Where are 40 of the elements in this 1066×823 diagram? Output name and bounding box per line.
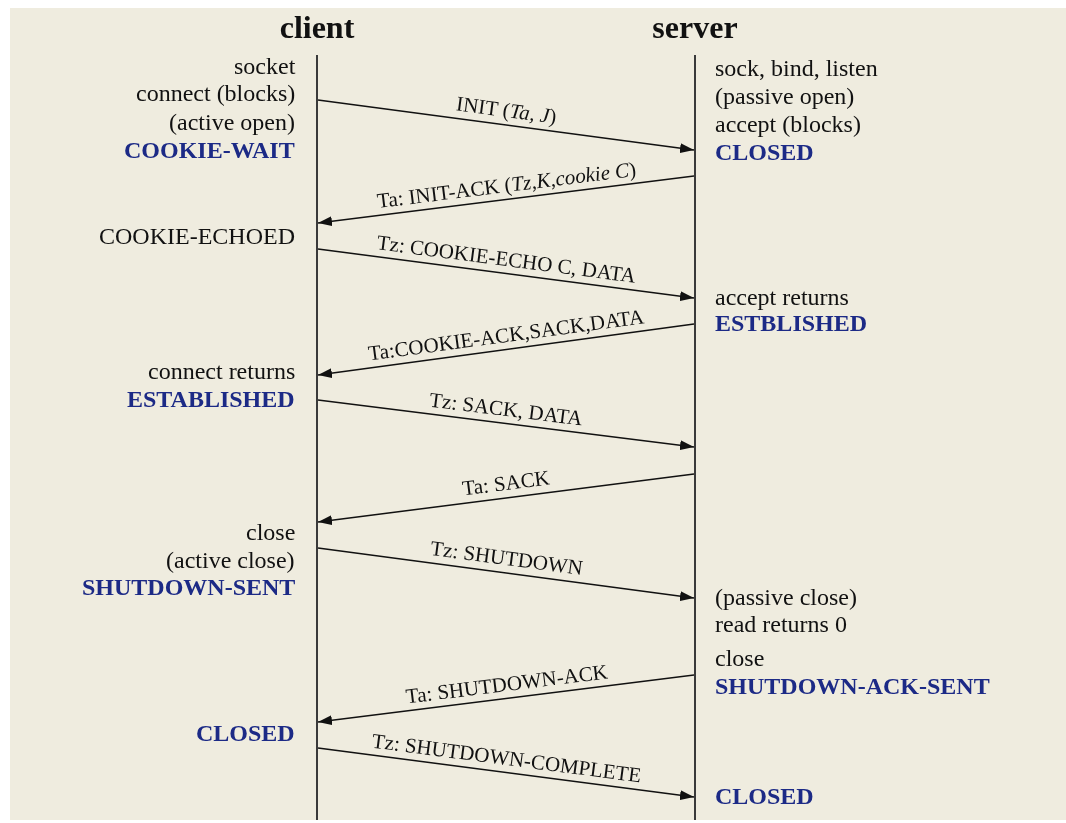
message-label: Tz: COOKIE-ECHO C, DATA bbox=[375, 229, 637, 288]
arrow bbox=[317, 248, 695, 302]
event-label: COOKIE-ECHOED bbox=[99, 222, 295, 250]
state-label: CLOSED bbox=[715, 138, 814, 166]
arrow bbox=[317, 547, 695, 602]
event-label: connect (blocks) bbox=[136, 79, 296, 107]
event-label: read returns 0 bbox=[715, 610, 847, 638]
arrow bbox=[317, 747, 695, 801]
state-label: ESTABLISHED bbox=[127, 385, 295, 413]
lifeline-title: client bbox=[278, 9, 356, 45]
message-label: Tz: SHUTDOWN bbox=[428, 536, 584, 580]
message-label: Ta: SHUTDOWN-ACK bbox=[403, 659, 609, 708]
state-label: CLOSED bbox=[715, 782, 814, 810]
state-label: SHUTDOWN-ACK-SENT bbox=[715, 672, 990, 700]
state-label: ESTBLISHED bbox=[715, 310, 868, 337]
arrow bbox=[317, 99, 695, 154]
state-label: SHUTDOWN-SENT bbox=[82, 573, 296, 601]
arrow bbox=[317, 473, 695, 526]
message-label: INIT (Ta, J) bbox=[454, 91, 558, 129]
state-label: CLOSED bbox=[196, 719, 295, 747]
event-label: accept returns bbox=[715, 283, 849, 311]
event-label: (passive open) bbox=[715, 82, 855, 110]
arrow bbox=[317, 674, 695, 726]
arrow bbox=[317, 323, 695, 379]
message-label: Ta: INIT-ACK (Tz,K,cookie C) bbox=[375, 156, 637, 213]
message-label: Ta: SACK bbox=[460, 465, 551, 501]
arrow bbox=[317, 399, 695, 451]
lifeline-title: server bbox=[651, 9, 739, 45]
event-label: socket bbox=[234, 52, 296, 80]
event-label: accept (blocks) bbox=[715, 110, 861, 138]
state-label: COOKIE-WAIT bbox=[124, 136, 295, 164]
event-label: connect returns bbox=[148, 357, 296, 385]
event-label: (passive close) bbox=[715, 583, 857, 611]
arrow bbox=[317, 175, 695, 227]
event-label: (active open) bbox=[169, 108, 295, 136]
message-label: Tz: SACK, DATA bbox=[428, 387, 584, 430]
event-label: close bbox=[246, 518, 296, 546]
event-label: sock, bind, listen bbox=[715, 54, 878, 82]
event-label: (active close) bbox=[166, 546, 295, 574]
event-label: close bbox=[715, 644, 765, 672]
